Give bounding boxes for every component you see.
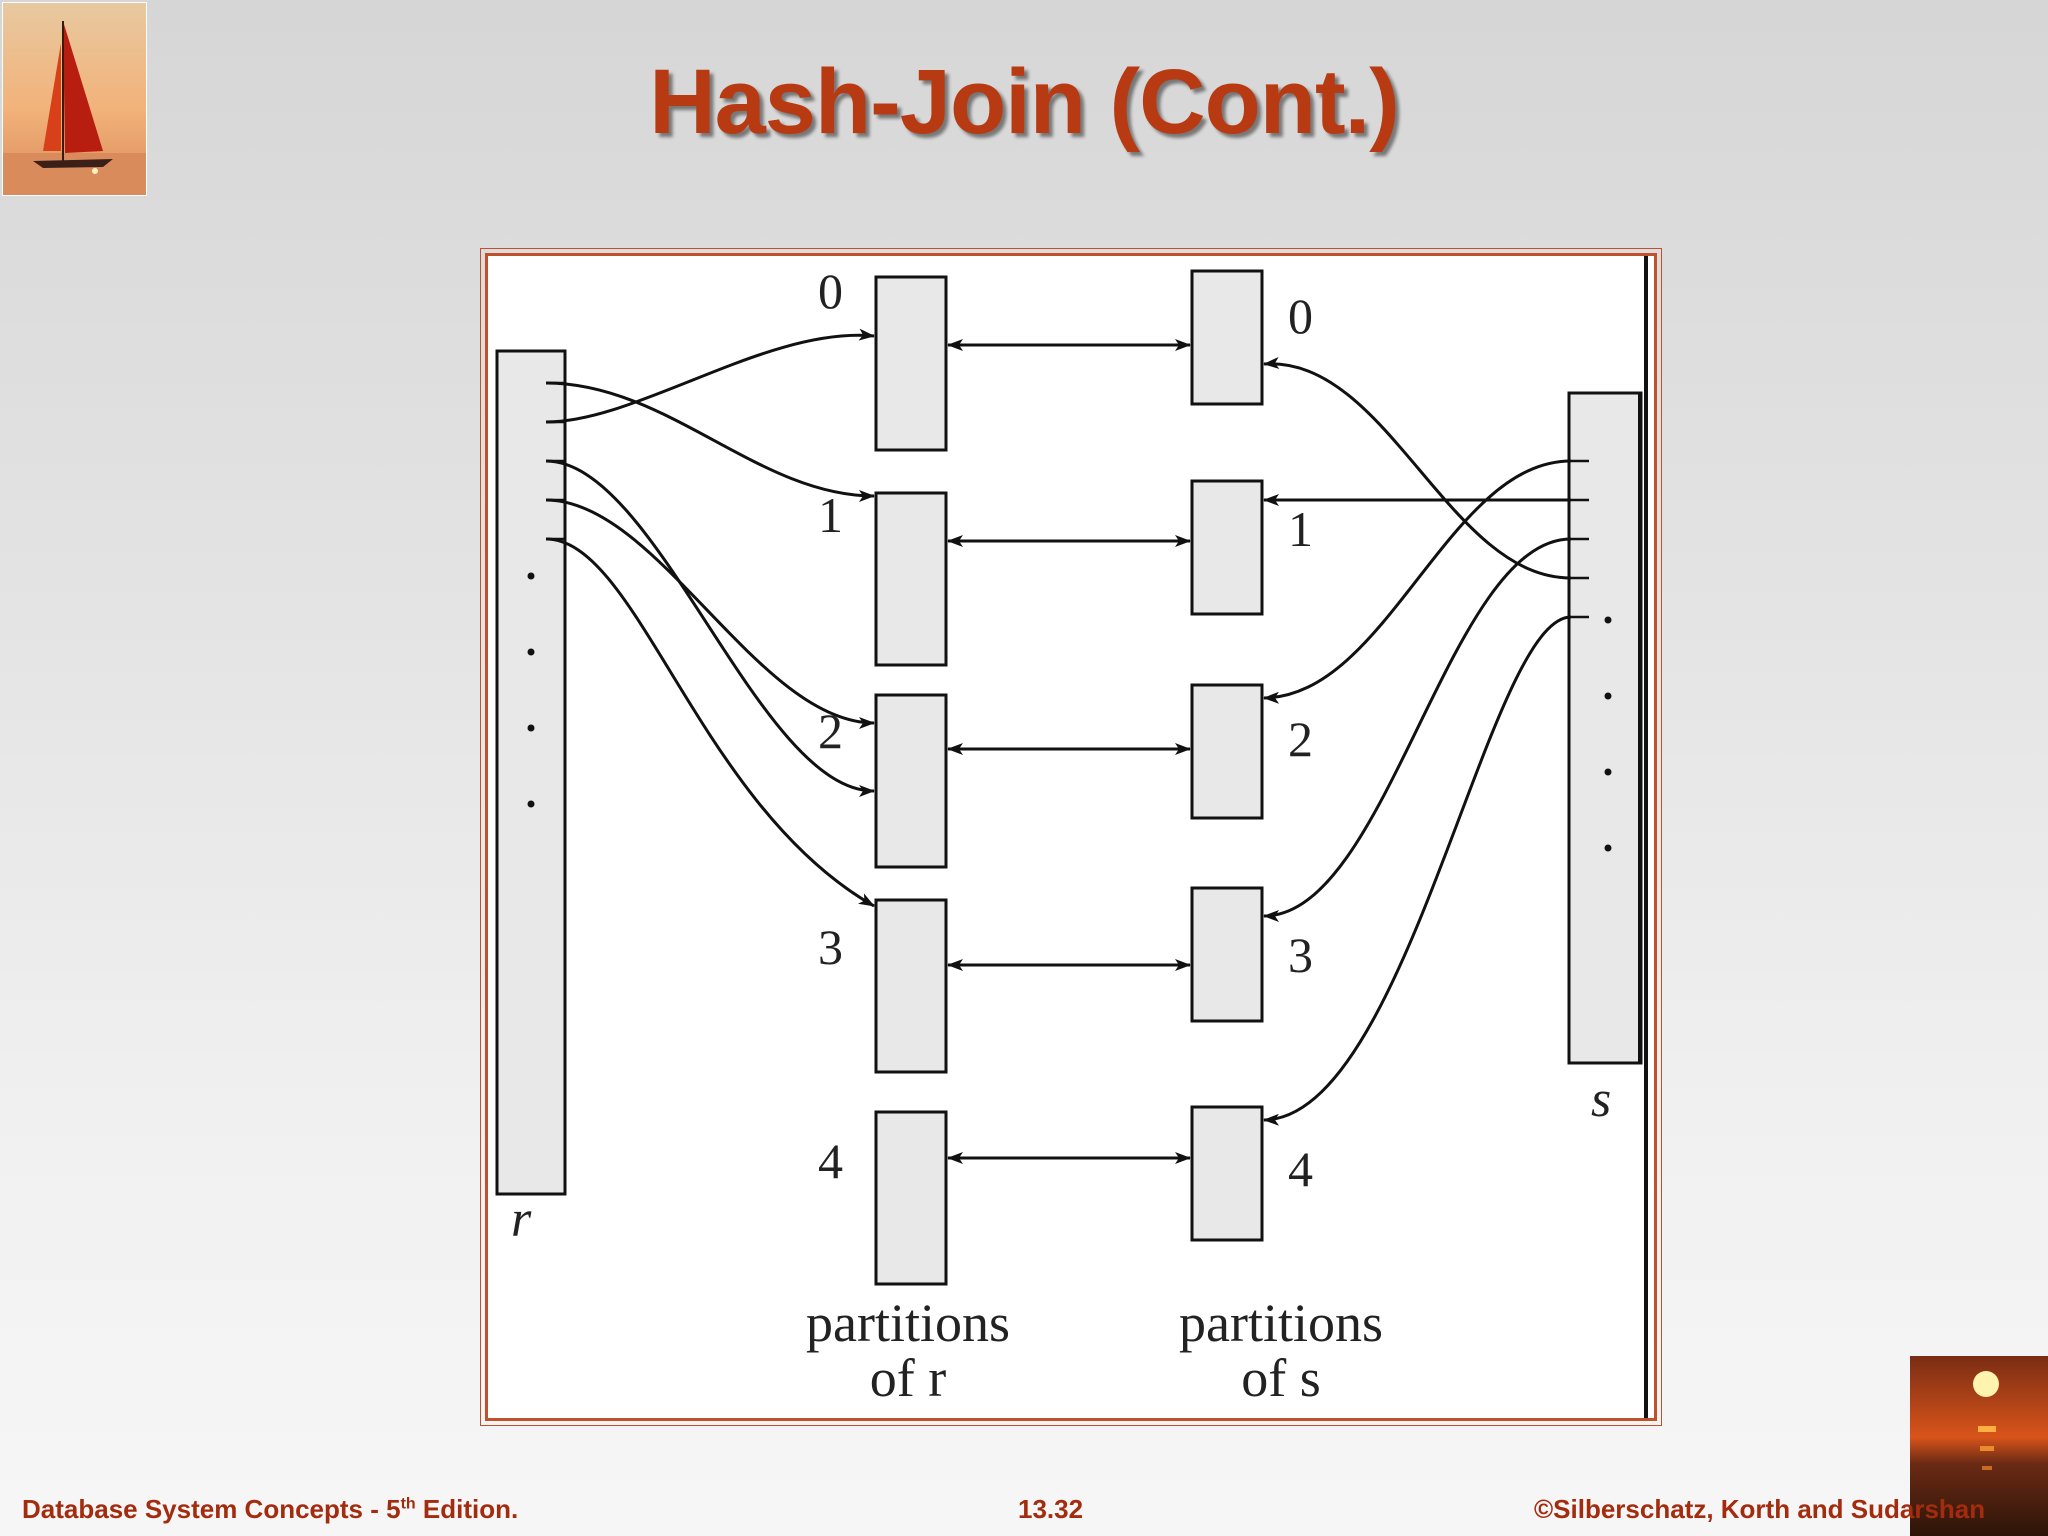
partitions-r-caption-line1: partitions (806, 1293, 1010, 1353)
partition-r-1 (874, 491, 948, 667)
partition-r-2 (874, 693, 948, 869)
footer-book-title: Database System Concepts - 5th Edition. (22, 1494, 518, 1525)
partition-r-number-2: 2 (818, 703, 843, 759)
sunset-logo (1910, 1356, 2048, 1536)
partition-r-number-0: 0 (818, 263, 843, 319)
partition-s-3 (1190, 886, 1264, 1023)
partition-r-number-3: 3 (818, 919, 843, 975)
relation-r-box (495, 349, 567, 1196)
partition-r-number-1: 1 (818, 487, 843, 543)
partition-r-number-4: 4 (818, 1133, 843, 1189)
partitions-s-caption-line1: partitions (1179, 1293, 1383, 1353)
partition-s-number-4: 4 (1288, 1141, 1313, 1197)
partition-s-number-3: 3 (1288, 927, 1313, 983)
hash-join-diagram: 0 1 2 3 4 0 1 2 3 4 r s partitions of r … (480, 248, 1662, 1426)
partitions-r-caption-line2: of r (870, 1348, 946, 1408)
relation-r-label: r (511, 1191, 532, 1248)
sailboat-logo (2, 2, 147, 196)
footer-page-number: 13.32 (1018, 1494, 1084, 1524)
footer-book-edition-text: Edition. (415, 1494, 519, 1524)
relation-s-box (1567, 391, 1643, 1065)
relation-s-label: s (1591, 1071, 1611, 1128)
footer-copyright: ©Silberschatz, Korth and Sudarshan (1534, 1494, 1986, 1524)
partition-s-0 (1190, 269, 1264, 406)
partition-s-number-0: 0 (1288, 288, 1313, 344)
partition-s-number-1: 1 (1288, 501, 1313, 557)
partition-s-4 (1190, 1105, 1264, 1242)
partition-r-0 (874, 275, 948, 452)
partition-s-2 (1190, 683, 1264, 820)
slide-title: Hash-Join (Cont.) (649, 51, 1400, 153)
footer-book-title-text: Database System Concepts - 5 (22, 1494, 401, 1524)
partitions-s-caption-line2: of s (1241, 1348, 1321, 1408)
partition-r-3 (874, 898, 948, 1074)
partition-s-number-2: 2 (1288, 711, 1313, 767)
partition-s-1 (1190, 479, 1264, 616)
partition-r-4 (874, 1110, 948, 1286)
footer-book-edition-sup: th (400, 1495, 416, 1513)
